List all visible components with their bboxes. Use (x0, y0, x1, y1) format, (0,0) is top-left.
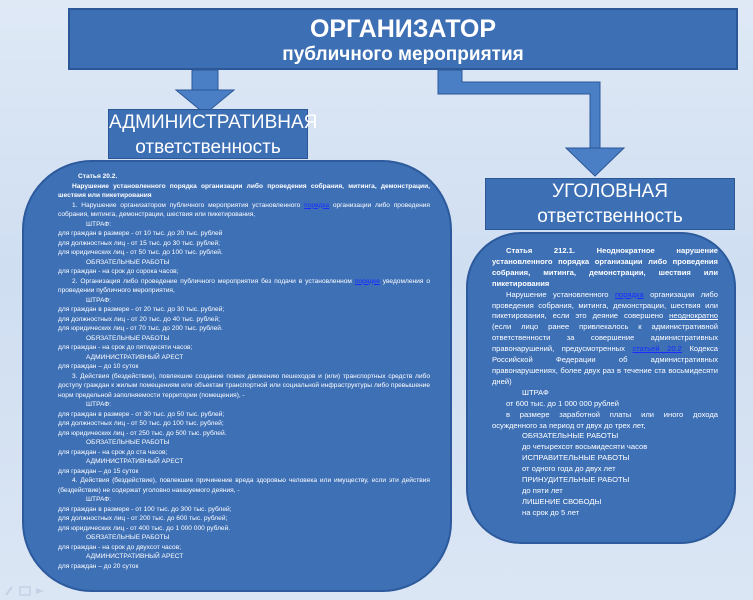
sanction-line: для граждан в размере - от 100 тыс. до 3… (58, 505, 232, 513)
admin-paragraph-1: 1. Нарушение организатором публичного ме… (58, 201, 431, 219)
admin-liability-label: АДМИНИСТРАТИВНАЯ ответственность (108, 109, 318, 159)
crim-sanction-line: ЛИШЕНИЕ СВОБОДЫ (522, 496, 602, 506)
sanction-line: для юридических лиц - от 50 тыс. до 100 … (58, 249, 223, 256)
admin-paragraph-2: 2. Организация либо проведение публичног… (58, 277, 430, 295)
crim-order-link[interactable]: порядка (614, 289, 644, 299)
sanction-line: для должностных лиц - от 200 тыс. до 600… (58, 515, 228, 522)
admin-sanctions-1: ШТРАФ: для граждан в размере - от 10 тыс.… (58, 220, 430, 277)
admin-article-number: Статья 20.2. (78, 173, 118, 180)
crim-sanction-line: до четырехсот восьмидесяти часов (522, 442, 648, 452)
order-link[interactable]: порядка (304, 201, 330, 209)
sanction-line: для должностных лиц - от 15 тыс. до 30 т… (58, 239, 220, 247)
sanction-line: ОБЯЗАТЕЛЬНЫЕ РАБОТЫ (86, 334, 170, 342)
sanction-line: для граждан в размере - от 20 тыс. до 30… (58, 306, 225, 313)
sanction-line: для граждан в размере - от 30 тыс. до 50… (58, 410, 225, 418)
sanction-line: ШТРАФ: (86, 220, 112, 228)
admin-sanctions-3: ШТРАФ: для граждан в размере - от 30 тыс.… (58, 400, 430, 476)
sanction-line: АДМИНИСТРАТИВНЫЙ АРЕСТ (86, 553, 184, 560)
sanction-line: для граждан - на срок до сорока часов; (58, 268, 179, 275)
sanction-line: для граждан - на срок до пятидесяти часо… (58, 344, 193, 351)
sanction-line: АДМИНИСТРАТИВНЫЙ АРЕСТ (86, 353, 184, 361)
crim-sanction-line: от одного года до двух лет (522, 464, 616, 474)
slide-nav-icon (5, 586, 44, 596)
admin-sanctions-4: ШТРАФ: для граждан в размере - от 100 тыс… (58, 495, 430, 571)
crim-paragraph-1: Нарушение установленного порядка организ… (492, 289, 718, 386)
sanction-line: ШТРАФ: (86, 401, 112, 408)
crim-sanction-line: до пяти лет (522, 485, 563, 495)
crim-fine-amount: от 600 тыс. до 1 000 000 рублей (506, 398, 619, 408)
organizer-header-box: ОРГАНИЗАТОР публичного мероприятия (68, 8, 738, 70)
sanction-line: для граждан – до 15 суток (58, 467, 139, 475)
crim-sanction-line: ОБЯЗАТЕЛЬНЫЕ РАБОТЫ (522, 431, 619, 441)
crim-article-title: Статья 212.1. Неоднократное нарушение ус… (492, 246, 718, 288)
header-title: ОРГАНИЗАТОР (309, 15, 497, 43)
crim-sanction-line: на срок до 5 лет (522, 507, 580, 517)
header-subtitle: публичного мероприятия (282, 44, 524, 65)
crim-sanction-line: ИСПРАВИТЕЛЬНЫЕ РАБОТЫ (522, 453, 630, 463)
sanction-line: для граждан – до 20 суток (58, 562, 139, 570)
arrow-down-icon (174, 69, 626, 177)
crim-fine-heading: ШТРАФ (522, 387, 549, 397)
article-20-2-link[interactable]: статьей 20.2 (632, 344, 682, 354)
sanction-line: для граждан в размере - от 10 тыс. до 20… (58, 230, 223, 237)
sanction-line: для юридических лиц - от 70 тыс. до 200 … (58, 325, 223, 332)
crim-sanction-line: ПРИНУДИТЕЛЬНЫЕ РАБОТЫ (522, 475, 630, 485)
order-link-2[interactable]: порядке (354, 277, 380, 285)
sanction-line: ШТРАФ: (86, 296, 112, 304)
admin-paragraph-4: 4. Действия (бездействие), повлекшие при… (58, 477, 430, 494)
crim-label-line1: УГОЛОВНАЯ (552, 181, 668, 202)
sanction-line: ОБЯЗАТЕЛЬНЫЕ РАБОТЫ (86, 439, 170, 446)
sanction-line: ОБЯЗАТЕЛЬНЫЕ РАБОТЫ (86, 258, 170, 266)
crim-fine-income: в размере заработной платы или иного дох… (492, 409, 718, 430)
admin-label-line2: ответственность (135, 137, 281, 158)
sanction-line: ШТРАФ: (86, 496, 112, 503)
sanction-line: ОБЯЗАТЕЛЬНЫЕ РАБОТЫ (86, 534, 170, 541)
sanction-line: для юридических лиц - от 250 тыс. до 500… (58, 429, 227, 437)
admin-paragraph-3: 3. Действия (бездействие), повлекшие соз… (58, 372, 430, 399)
criminal-article-panel: Статья 212.1. Неоднократное нарушение ус… (466, 232, 736, 544)
sanction-line: АДМИНИСТРАТИВНЫЙ АРЕСТ (86, 458, 184, 465)
admin-article-title: Нарушение установленного порядка организ… (58, 182, 430, 200)
sanction-line: для должностных лиц - от 20 тыс. до 40 т… (58, 315, 220, 323)
sanction-line: для должностных лиц - от 50 тыс. до 100 … (58, 420, 224, 427)
crim-label-line2: ответственность (537, 206, 683, 227)
admin-label-line1: АДМИНИСТРАТИВНАЯ (109, 112, 318, 133)
sanction-line: для юридических лиц - от 400 тыс. до 1 0… (58, 524, 231, 532)
criminal-liability-label: УГОЛОВНАЯ ответственность (485, 178, 735, 230)
admin-sanctions-2: ШТРАФ: для граждан в размере - от 20 тыс.… (58, 296, 430, 372)
admin-article-panel: Статья 20.2. Нарушение установленного по… (22, 160, 452, 592)
sanction-line: для граждан – до 10 суток (58, 363, 139, 370)
sanction-line: для граждан - на срок до ста часов; (58, 448, 168, 456)
sanction-line: для граждан - на срок до двухсот часов; (58, 543, 182, 551)
